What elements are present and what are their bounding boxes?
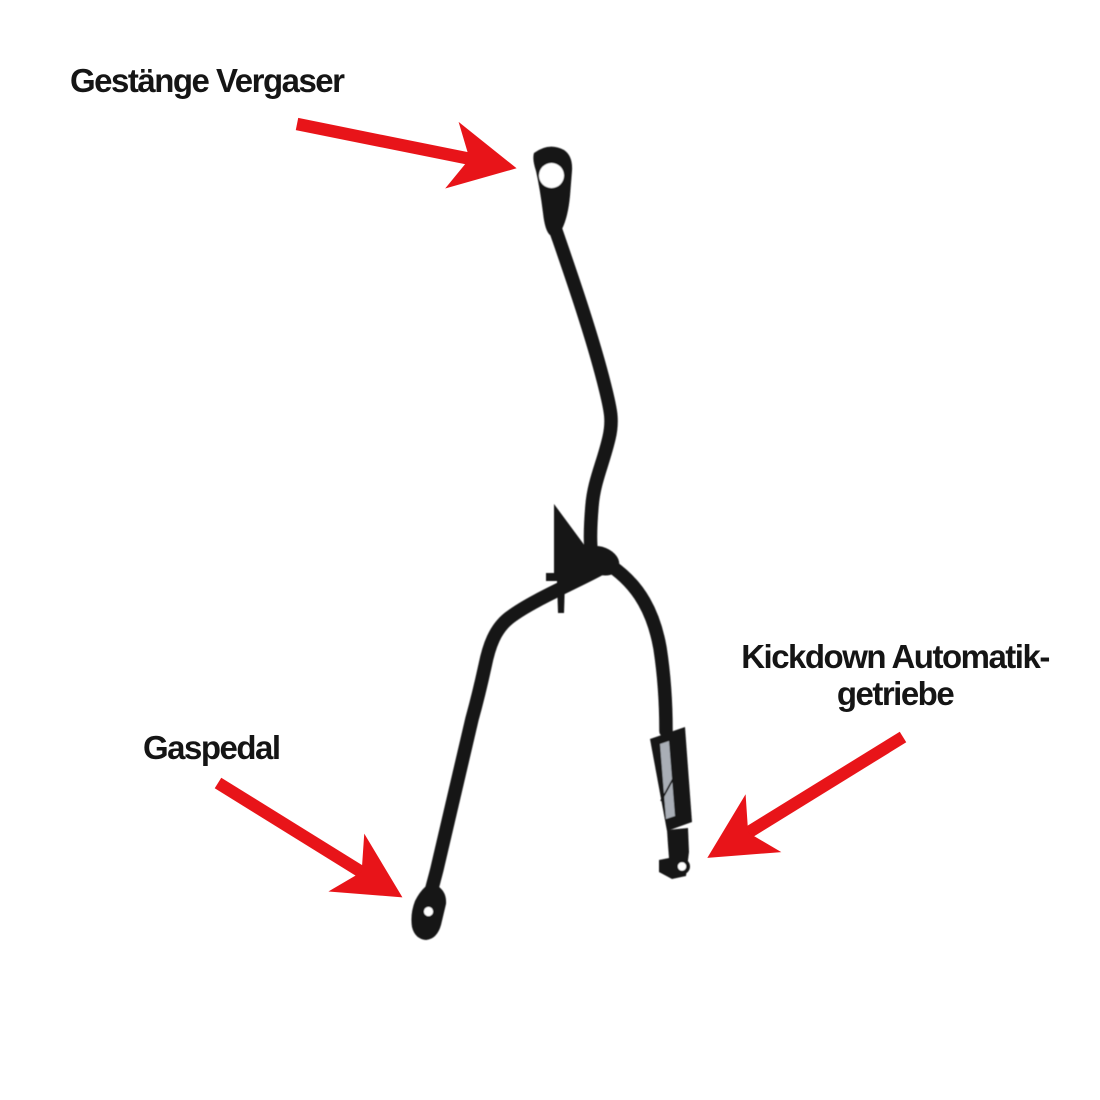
label-kickdown: Kickdown Automatik- getriebe (730, 638, 1060, 712)
arrow-gas-pedal-icon (214, 777, 403, 898)
label-carburetor-linkage: Gestänge Vergaser (70, 62, 345, 99)
gas-pedal-eyelet-hole (423, 906, 434, 917)
pivot-boss (582, 546, 620, 574)
eyelet-holes (423, 163, 687, 917)
label-gas-pedal: Gaspedal (143, 729, 281, 766)
bracket-pin (557, 581, 565, 613)
blade-crease (660, 778, 674, 802)
bracket-flange (546, 573, 586, 581)
annotation-arrows (214, 117, 907, 898)
label-kickdown-line1: Kickdown Automatik- (741, 638, 1050, 675)
linkage-rods (423, 224, 673, 904)
label-kickdown-line2: getriebe (836, 675, 955, 712)
carburetor-eyelet-hole (539, 163, 564, 188)
arrow-carburetor-linkage-icon (295, 117, 517, 189)
kickdown-rod (604, 559, 673, 738)
kickdown-ring-hole (677, 862, 687, 871)
arrow-kickdown-icon (707, 731, 907, 858)
throttle-linkage-part (411, 146, 692, 940)
carburetor-eyelet-plate (533, 146, 573, 237)
gas-pedal-rod (423, 563, 605, 904)
blade-reflection (660, 741, 675, 819)
